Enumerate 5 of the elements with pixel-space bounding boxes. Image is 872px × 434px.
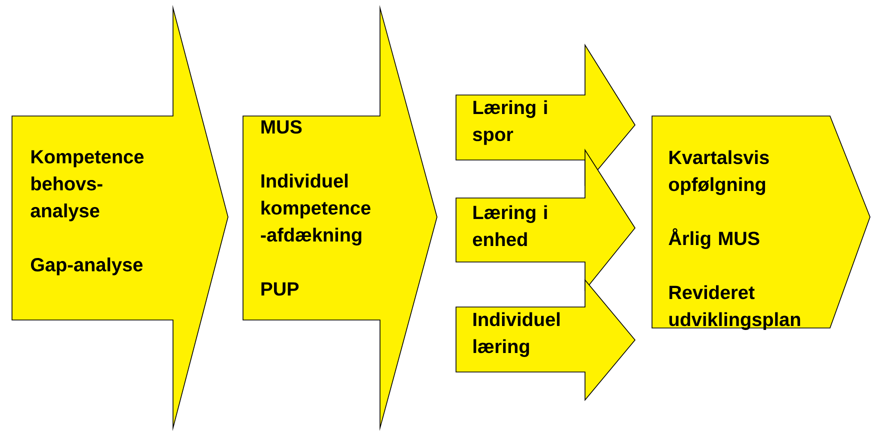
arrow-box: Læring i enhed — [456, 148, 636, 292]
arrow-box: Læring i spor — [456, 44, 636, 186]
arrow-box: MUS Individuel kompetence -afdækning PUP — [242, 5, 438, 432]
arrow-box: Kompetence behovs-analyse Gap-analyse — [12, 4, 228, 432]
arrow-box: Individuel læring — [456, 278, 636, 402]
